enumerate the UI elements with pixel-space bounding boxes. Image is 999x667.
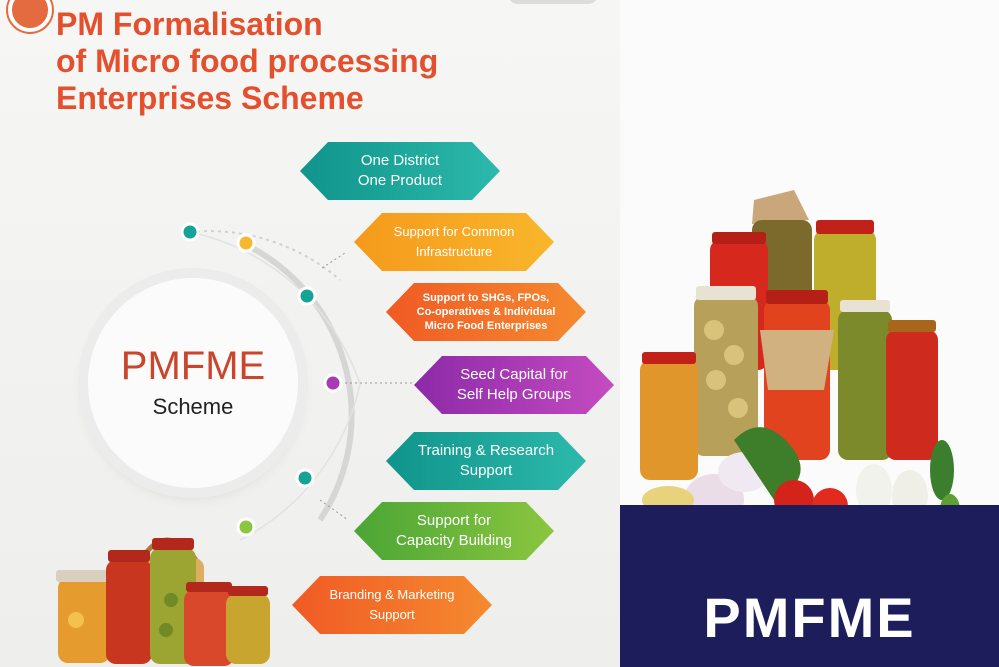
top-decoration [508, 0, 598, 4]
component-line: Capacity Building [396, 532, 512, 549]
component-line: Training & Research [417, 442, 555, 459]
brand-name: PMFME [703, 586, 916, 649]
brand-banner [620, 505, 999, 667]
connector-dot-4 [323, 373, 343, 393]
component-line: Branding & Marketing [329, 587, 455, 602]
connector-arc [180, 222, 412, 541]
component-branding-marketing: Branding & Marketing Support [292, 576, 492, 634]
title-line-3: Enterprises Scheme [56, 80, 364, 116]
component-line: Seed Capital for [460, 366, 568, 383]
connector-dot-1 [180, 222, 200, 242]
component-line: Micro Food Enterprises [424, 320, 548, 332]
component-line: Support [369, 607, 415, 622]
scheme-hub: PMFME Scheme [88, 278, 298, 488]
connector-dot-5 [295, 468, 315, 488]
component-shg-support: Support to SHGs, FPOs, Co-operatives & I… [386, 283, 586, 341]
component-common-infrastructure: Support for Common Infrastructure [354, 213, 554, 271]
page-title: PM Formalisation of Micro food processin… [56, 6, 576, 117]
connector-dot-6 [236, 517, 256, 537]
connector-dot-3 [297, 286, 317, 306]
component-line: Self Help Groups [456, 386, 572, 403]
component-capacity-building: Support for Capacity Building [354, 502, 554, 560]
hub-title: PMFME [120, 344, 266, 388]
component-line: Support [459, 462, 513, 479]
component-line: One Product [357, 172, 443, 189]
hub-subtitle: Scheme [152, 394, 234, 419]
component-line: Support for [416, 512, 492, 529]
component-line: Infrastructure [415, 244, 493, 259]
title-line-2: of Micro food processing [56, 43, 439, 79]
title-line-1: PM Formalisation [56, 6, 323, 42]
pickle-jars-photo [640, 190, 960, 526]
component-seed-capital: Seed Capital for Self Help Groups [414, 356, 614, 414]
component-line: Support for Common [393, 224, 515, 239]
connector-dot-2 [236, 233, 256, 253]
component-line: Support to SHGs, FPOs, [422, 292, 550, 304]
component-line: Co-operatives & Individual [416, 306, 556, 318]
pickle-jars-illustration [56, 537, 270, 666]
component-training-research: Training & Research Support [386, 432, 586, 490]
component-line: One District [360, 152, 440, 169]
component-one-district: One District One Product [300, 142, 500, 200]
